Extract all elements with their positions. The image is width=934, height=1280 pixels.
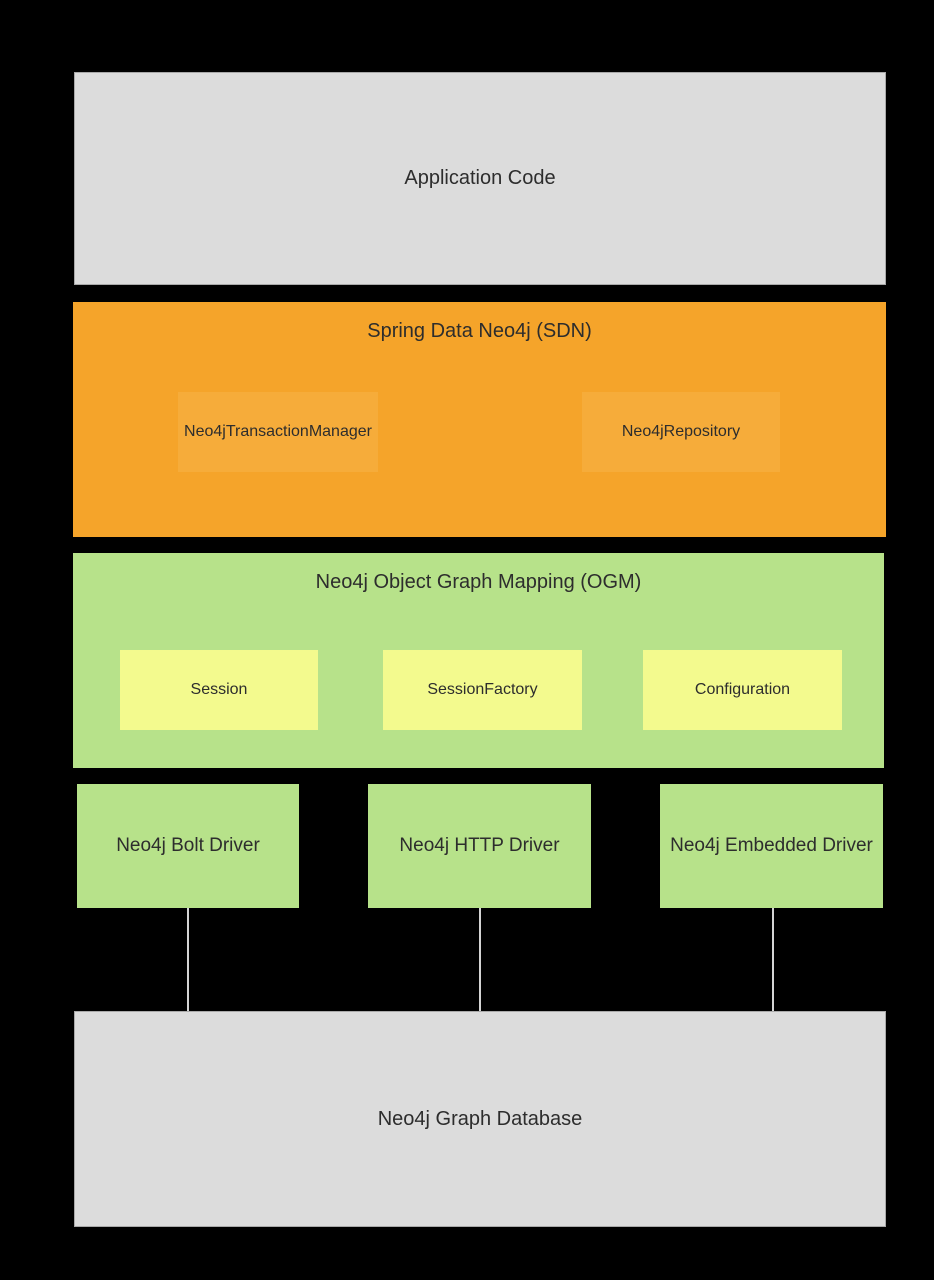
configuration-label: Configuration [694,681,791,698]
session-label: Session [190,681,248,698]
session-factory-box: SessionFactory [383,650,582,730]
neo4j-repository-box: Neo4jRepository [582,392,780,472]
application-code-box: Application Code [74,72,886,285]
bolt-driver-box: Neo4j Bolt Driver [77,784,299,908]
embedded-driver-connector-line [772,908,774,1011]
http-driver-connector-line [479,908,481,1011]
embedded-driver-label: Neo4j Embedded Driver [670,835,873,856]
neo4j-repository-label: Neo4jRepository [621,423,741,440]
session-factory-label: SessionFactory [427,681,538,698]
neo4j-transaction-manager-box: Neo4jTransactionManager [178,392,378,472]
sdn-layer-box: Spring Data Neo4j (SDN) Neo4jTransaction… [73,302,886,537]
graph-database-box: Neo4j Graph Database [74,1011,886,1227]
ogm-layer-box: Neo4j Object Graph Mapping (OGM) Session… [73,553,884,768]
graph-database-label: Neo4j Graph Database [377,1107,583,1130]
http-driver-label: Neo4j HTTP Driver [399,835,560,856]
neo4j-transaction-manager-label: Neo4jTransactionManager [184,423,372,440]
application-code-label: Application Code [404,167,556,189]
configuration-box: Configuration [643,650,842,730]
embedded-driver-box: Neo4j Embedded Driver [660,784,883,908]
bolt-driver-connector-line [187,908,189,1011]
ogm-layer-title: Neo4j Object Graph Mapping (OGM) [315,571,642,593]
session-box: Session [120,650,318,730]
bolt-driver-label: Neo4j Bolt Driver [116,835,260,856]
sdn-layer-title: Spring Data Neo4j (SDN) [367,320,592,342]
http-driver-box: Neo4j HTTP Driver [368,784,591,908]
